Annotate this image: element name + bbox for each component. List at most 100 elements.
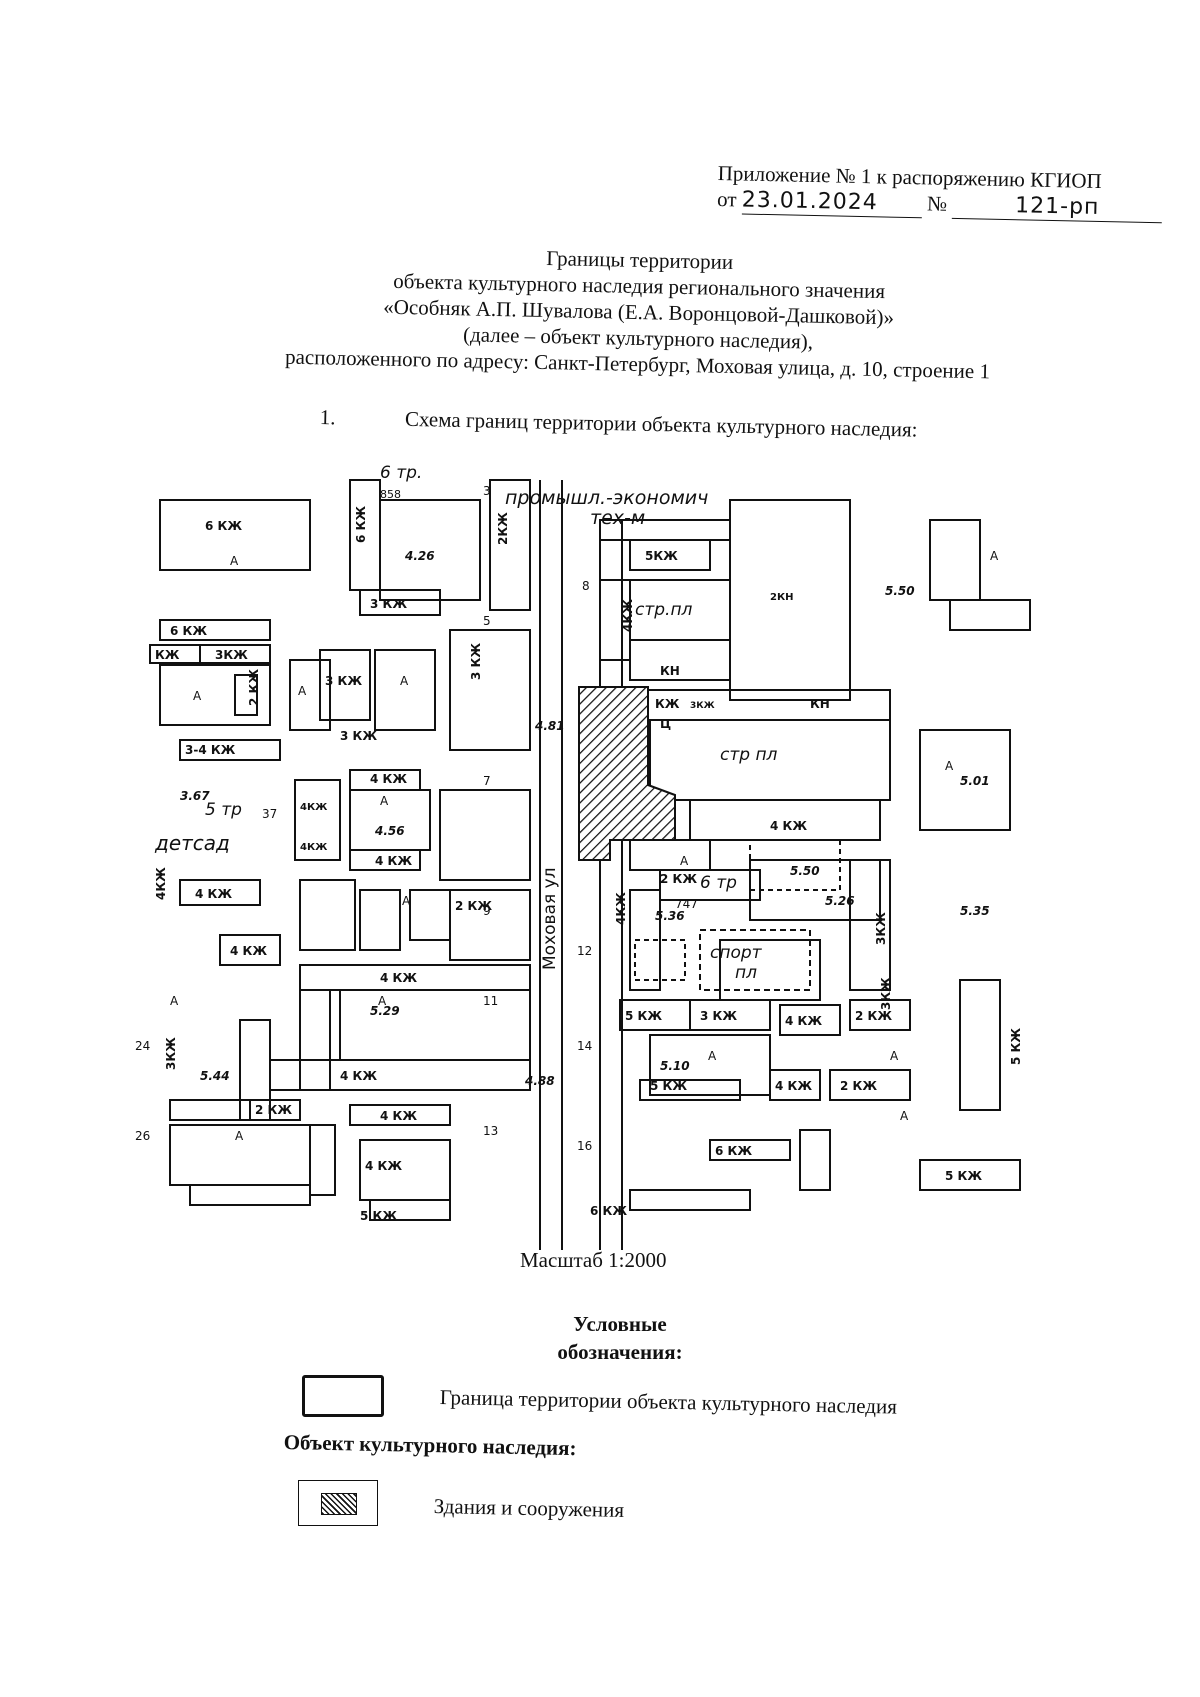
building-block [309,1124,336,1196]
house-number: 7 [483,774,491,788]
building-block [319,649,371,721]
building-block [919,1159,1021,1191]
building-label: 4КЖ [621,599,635,632]
building-label: 4 КЖ [230,944,267,958]
building-block [349,1104,451,1126]
building-block [269,1059,531,1091]
legend-heritage-heading: Объект культурного наследия: [283,1430,577,1461]
building-label: 3 КЖ [469,643,483,680]
courtyard-letter: А [235,1129,244,1143]
height-mark: 3.67 [180,789,210,803]
date-prefix: от [716,186,737,212]
building-block [159,499,311,571]
legend-title: Условные обозначения: [520,1310,720,1366]
street-label: Моховая ул [540,867,560,970]
building-block [489,479,531,611]
map-label: 858 [380,488,401,501]
map-label: 747 [675,897,698,911]
building-label: 4 КЖ [365,1159,402,1173]
map-label: 5 тр [205,800,242,820]
building-block [629,639,731,681]
map-label: промышл.-экономич [505,487,708,509]
courtyard-letter: А [170,994,179,1008]
building-label: 4 КЖ [770,819,807,833]
building-label: 4 КЖ [380,1109,417,1123]
building-block [449,629,531,751]
courtyard-letter: А [193,689,202,703]
appendix-date: 23.01.2024 [741,187,923,219]
building-block [629,889,661,991]
building-block [659,869,761,901]
building-label: 2 КЖ [660,872,697,886]
map-scale: Масштаб 1:2000 [520,1248,667,1272]
building-block [689,799,881,841]
height-mark: 5.35 [960,904,990,918]
map-label: 6 тр [700,873,737,893]
house-number: 26 [135,1129,150,1143]
section-number: 1. [319,405,336,430]
building-label: 3-4 КЖ [185,743,236,757]
height-mark: 5.36 [655,909,685,923]
hatch-swatch [321,1493,357,1515]
house-number: 24 [135,1039,150,1053]
building-label: 3 КЖ [340,729,377,743]
yard-dashed [749,839,841,891]
building-block [199,644,271,664]
house-number: 3 [483,484,491,498]
building-block [299,989,331,1091]
building-label: 5 КЖ [1009,1028,1023,1065]
building-label: КН [660,664,680,678]
building-block [294,779,341,861]
building-block [689,999,771,1031]
building-label: КН [810,697,830,711]
building-label: 6 КЖ [205,519,242,533]
building-label: Ц [660,717,671,731]
house-number: 12 [577,944,592,958]
building-block [409,889,451,941]
house-number: 8 [582,579,590,593]
building-block [779,1004,841,1036]
building-label: 4КЖ [154,867,168,900]
building-label: 4 КЖ [195,887,232,901]
building-block [949,599,1031,631]
building-block [799,1129,831,1191]
building-block [639,1079,741,1101]
building-block [179,739,281,761]
building-label: 4 КЖ [340,1069,377,1083]
house-number: 11 [483,994,498,1008]
legend-buildings-label: Здания и сооружения [433,1494,625,1522]
building-block [629,839,711,871]
building-label: 4 КЖ [775,1079,812,1093]
building-block [449,889,531,961]
courtyard-letter: А [380,794,389,808]
building-label: 2КН [770,592,794,603]
building-block [709,1139,791,1161]
building-block [159,619,271,641]
building-block [829,1069,911,1101]
height-mark: 5.10 [660,1059,690,1073]
courtyard-letter: А [708,1049,717,1063]
map-label: 6 тр. [380,463,422,483]
courtyard-letter: А [990,549,999,563]
legend-boundary-label: Граница территории объекта культурного н… [439,1385,898,1419]
legend-title-line-2: обозначения: [557,1340,683,1364]
courtyard-letter: А [890,1049,899,1063]
site-plan-map: Моховая ул 6 тр. 858 промышл.-экономич т… [135,463,1031,1250]
height-mark: 5.29 [370,1004,400,1018]
map-label: детсад [154,831,230,855]
height-mark: 4.88 [524,1074,555,1088]
map-label: пл [735,963,757,983]
house-number: 13 [483,1124,498,1138]
building-label: 3 КЖ [325,674,362,688]
map-label: спорт [710,943,763,963]
building-label: 3КЖ [690,701,715,711]
building-label: 2 КЖ [855,1009,892,1023]
building-block [439,789,531,881]
building-label: 4 КЖ [370,772,407,786]
legend-building-symbol [298,1480,378,1526]
building-label: 5 КЖ [625,1009,662,1023]
house-number: 9 [483,904,491,918]
building-label: 2 КЖ [840,1079,877,1093]
building-label: 6 КЖ [170,624,207,638]
legend-title-line-1: Условные [573,1312,667,1336]
